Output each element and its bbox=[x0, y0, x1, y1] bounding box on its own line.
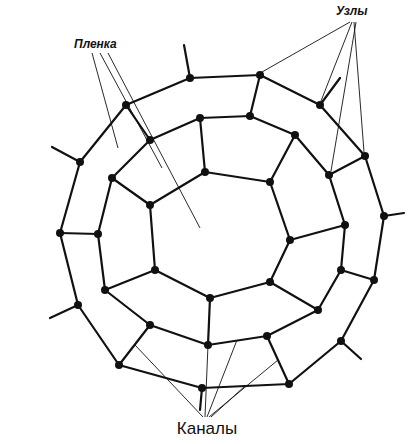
node-dot bbox=[316, 101, 324, 109]
node-dot bbox=[325, 171, 333, 179]
node-dot bbox=[151, 266, 159, 274]
node-dot bbox=[76, 158, 84, 166]
node-dot bbox=[101, 286, 109, 294]
part-label: Пленка bbox=[74, 38, 117, 51]
node-dot bbox=[56, 229, 64, 237]
film-border bbox=[98, 116, 345, 345]
node-dot bbox=[108, 174, 116, 182]
node-dot bbox=[263, 332, 271, 340]
node-dot bbox=[370, 276, 378, 284]
node-dot bbox=[74, 301, 82, 309]
film-border bbox=[150, 172, 290, 298]
node-dot bbox=[146, 201, 154, 209]
node-dots bbox=[56, 71, 388, 392]
node-dot bbox=[337, 266, 345, 274]
node-dot bbox=[337, 337, 345, 345]
node-dot bbox=[246, 112, 254, 120]
node-dot bbox=[186, 74, 194, 82]
leader-line bbox=[135, 321, 278, 417]
leader-line bbox=[262, 22, 364, 171]
caption-label: Каналы bbox=[177, 420, 237, 439]
node-dot bbox=[256, 71, 264, 79]
node-dot bbox=[286, 236, 294, 244]
node-dot bbox=[266, 178, 274, 186]
node-dot bbox=[380, 212, 388, 220]
node-dot bbox=[285, 380, 293, 388]
node-dot bbox=[206, 294, 214, 302]
node-dot bbox=[146, 321, 154, 329]
leader-line bbox=[92, 53, 200, 228]
node-dot bbox=[266, 278, 274, 286]
node-dot bbox=[291, 131, 299, 139]
film-border bbox=[60, 75, 374, 384]
film-border bbox=[50, 45, 404, 410]
node-dot bbox=[361, 152, 369, 160]
node-dot bbox=[94, 230, 102, 238]
node-dot bbox=[341, 221, 349, 229]
node-dot bbox=[122, 101, 130, 109]
node-dot bbox=[314, 306, 322, 314]
node-dot bbox=[196, 114, 204, 122]
part-label: Узлы bbox=[336, 5, 368, 18]
film-border bbox=[60, 75, 384, 388]
node-dot bbox=[198, 384, 206, 392]
node-dot bbox=[201, 168, 209, 176]
node-dot bbox=[115, 361, 123, 369]
